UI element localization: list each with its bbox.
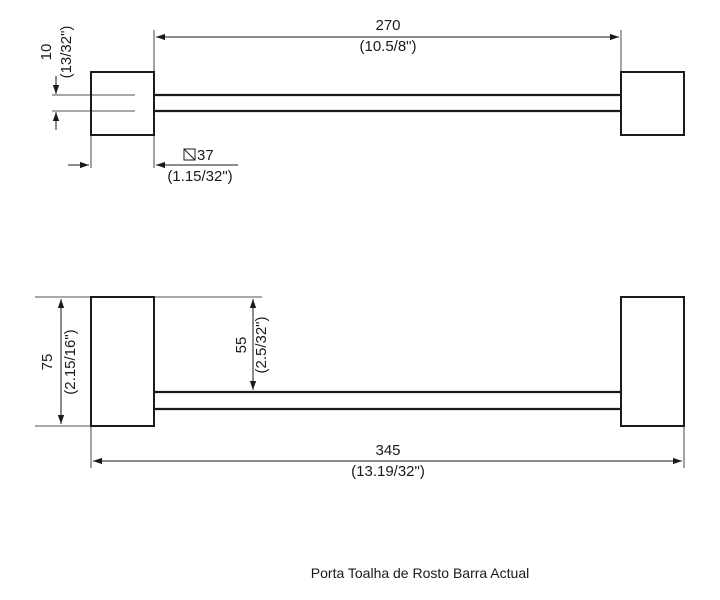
front-view (35, 296, 685, 468)
thickness-mm-label: 10 (38, 44, 55, 61)
square-in-label: (1.15/32") (167, 168, 232, 185)
length-in-label: (10.5/8") (359, 38, 416, 55)
top-left-mount (90, 71, 155, 136)
top-view (52, 30, 685, 169)
square-section-icon (183, 148, 196, 161)
length-mm-label: 270 (375, 17, 400, 34)
front-left-mount (90, 296, 155, 427)
top-right-mount (620, 71, 685, 136)
height-mm-label: 75 (39, 354, 56, 371)
overall-mm-label: 345 (375, 442, 400, 459)
overall-in-label: (13.19/32") (351, 463, 425, 480)
projection-mm-label: 55 (233, 337, 250, 354)
square-mm-label: 37 (197, 147, 214, 164)
height-in-label: (2.15/16") (62, 329, 79, 394)
thickness-in-label: (13/32") (58, 26, 75, 79)
front-right-mount (620, 296, 685, 427)
projection-in-label: (2.5/32") (253, 316, 270, 373)
drawing-caption: Porta Toalha de Rosto Barra Actual (311, 565, 529, 581)
